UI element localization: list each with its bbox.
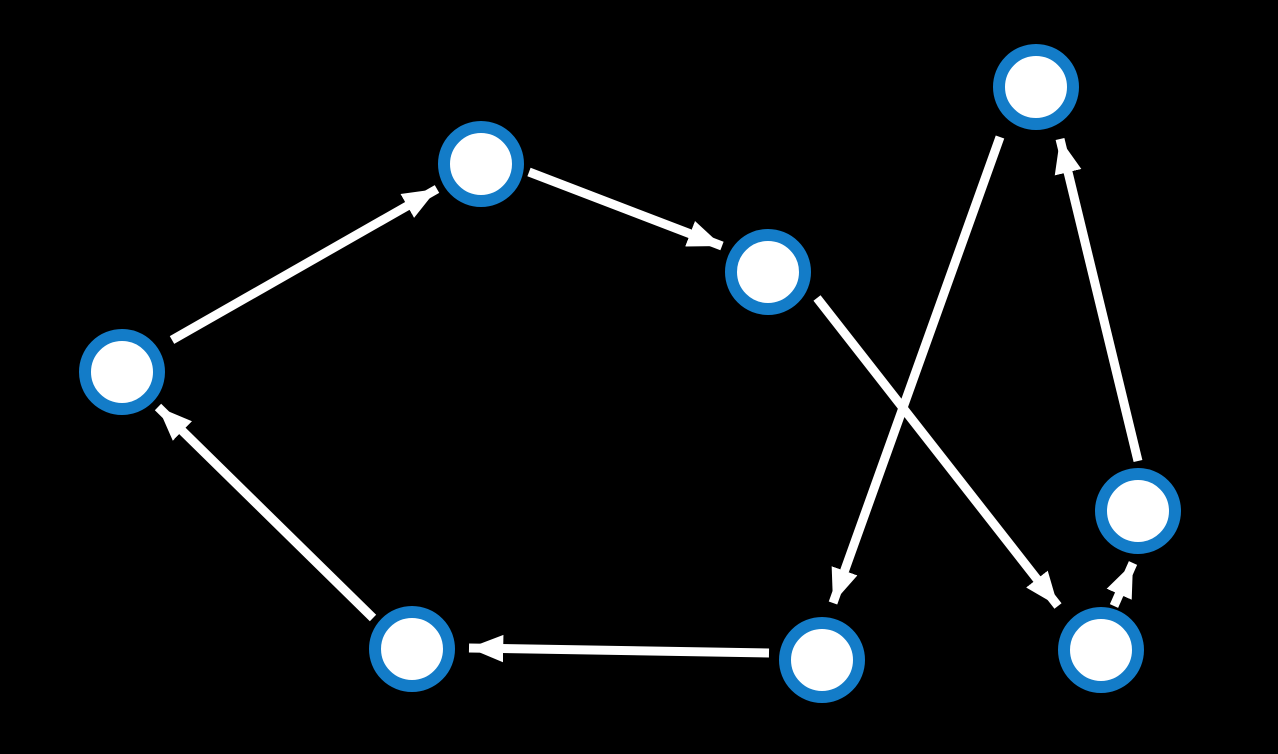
edge-bottom-left-to-left [154, 403, 377, 622]
graph-node-left [79, 329, 165, 415]
graph-node-right [1095, 468, 1181, 554]
edge-top-right-to-bottom-mid [828, 135, 1005, 605]
graph-node-bottom-mid [779, 617, 865, 703]
edge-top-mid-to-mid [527, 167, 724, 251]
edges-layer [154, 135, 1143, 663]
graph-node-top-mid [438, 121, 524, 207]
nodes-layer [79, 44, 1181, 703]
edge-bottom-mid-to-bottom-left [468, 634, 770, 663]
edge-left-to-top-mid [169, 185, 440, 344]
graph-node-top-right [993, 44, 1079, 130]
graph-node-bottom-left [369, 606, 455, 692]
edge-bottom-right-to-right [1106, 561, 1138, 608]
edge-mid-to-bottom-right [813, 295, 1062, 609]
edge-right-to-top-right [1054, 137, 1143, 463]
graph-node-mid [725, 229, 811, 315]
graph-node-bottom-right [1058, 607, 1144, 693]
